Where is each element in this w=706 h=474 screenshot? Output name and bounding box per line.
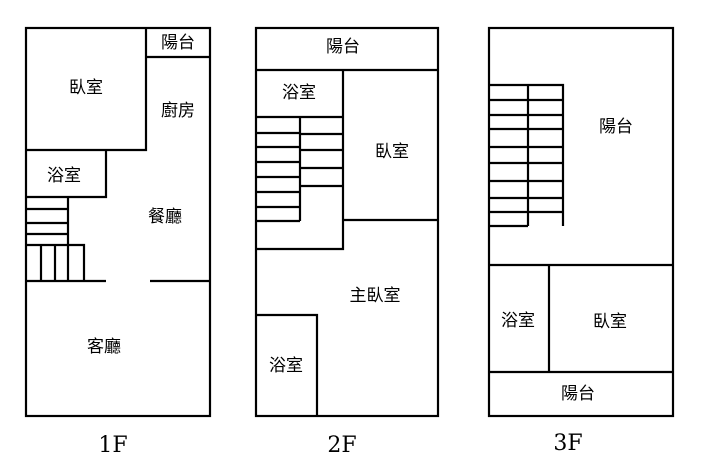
room-bathroom-1f: 浴室: [47, 166, 81, 186]
interior-walls-2f: [256, 68, 438, 416]
floor-label-2f: 2F: [327, 433, 356, 458]
stairs-3f: [489, 83, 565, 228]
room-balcony-top-3f: 陽台: [599, 117, 633, 137]
stairs-2f: [256, 115, 343, 223]
floor-label-3f: 3F: [553, 431, 582, 456]
floor-label-1f: 1F: [98, 433, 127, 458]
room-balcony-1f: 陽台: [161, 33, 195, 53]
room-dining-1f: 餐廳: [148, 207, 182, 227]
room-bedroom-3f: 臥室: [593, 312, 627, 332]
interior-walls-3f: [489, 263, 673, 374]
room-living-1f: 客廳: [87, 337, 121, 357]
floor-1f: 陽台 臥室 廚房 浴室 餐廳 客廳 1F: [24, 26, 212, 458]
room-bedroom-1f: 臥室: [69, 78, 103, 98]
room-master-bedroom-2f: 主臥室: [350, 286, 401, 306]
room-balcony-2f: 陽台: [326, 37, 360, 57]
room-bathroom-bottom-2f: 浴室: [269, 356, 303, 376]
room-balcony-bottom-3f: 陽台: [561, 384, 595, 404]
room-bathroom-top-2f: 浴室: [282, 83, 316, 103]
stairs-1f: [26, 197, 86, 281]
room-bedroom-2f: 臥室: [375, 142, 409, 162]
room-bathroom-3f: 浴室: [501, 311, 535, 331]
outer-wall-3f: [487, 26, 675, 418]
floor-2f: 陽台 浴室 臥室 主臥室 浴室 2F: [254, 26, 440, 458]
room-kitchen-1f: 廚房: [161, 100, 195, 121]
interior-walls-1f: [26, 28, 210, 283]
floor-3f: 陽台 浴室 臥室 陽台 3F: [487, 26, 675, 456]
